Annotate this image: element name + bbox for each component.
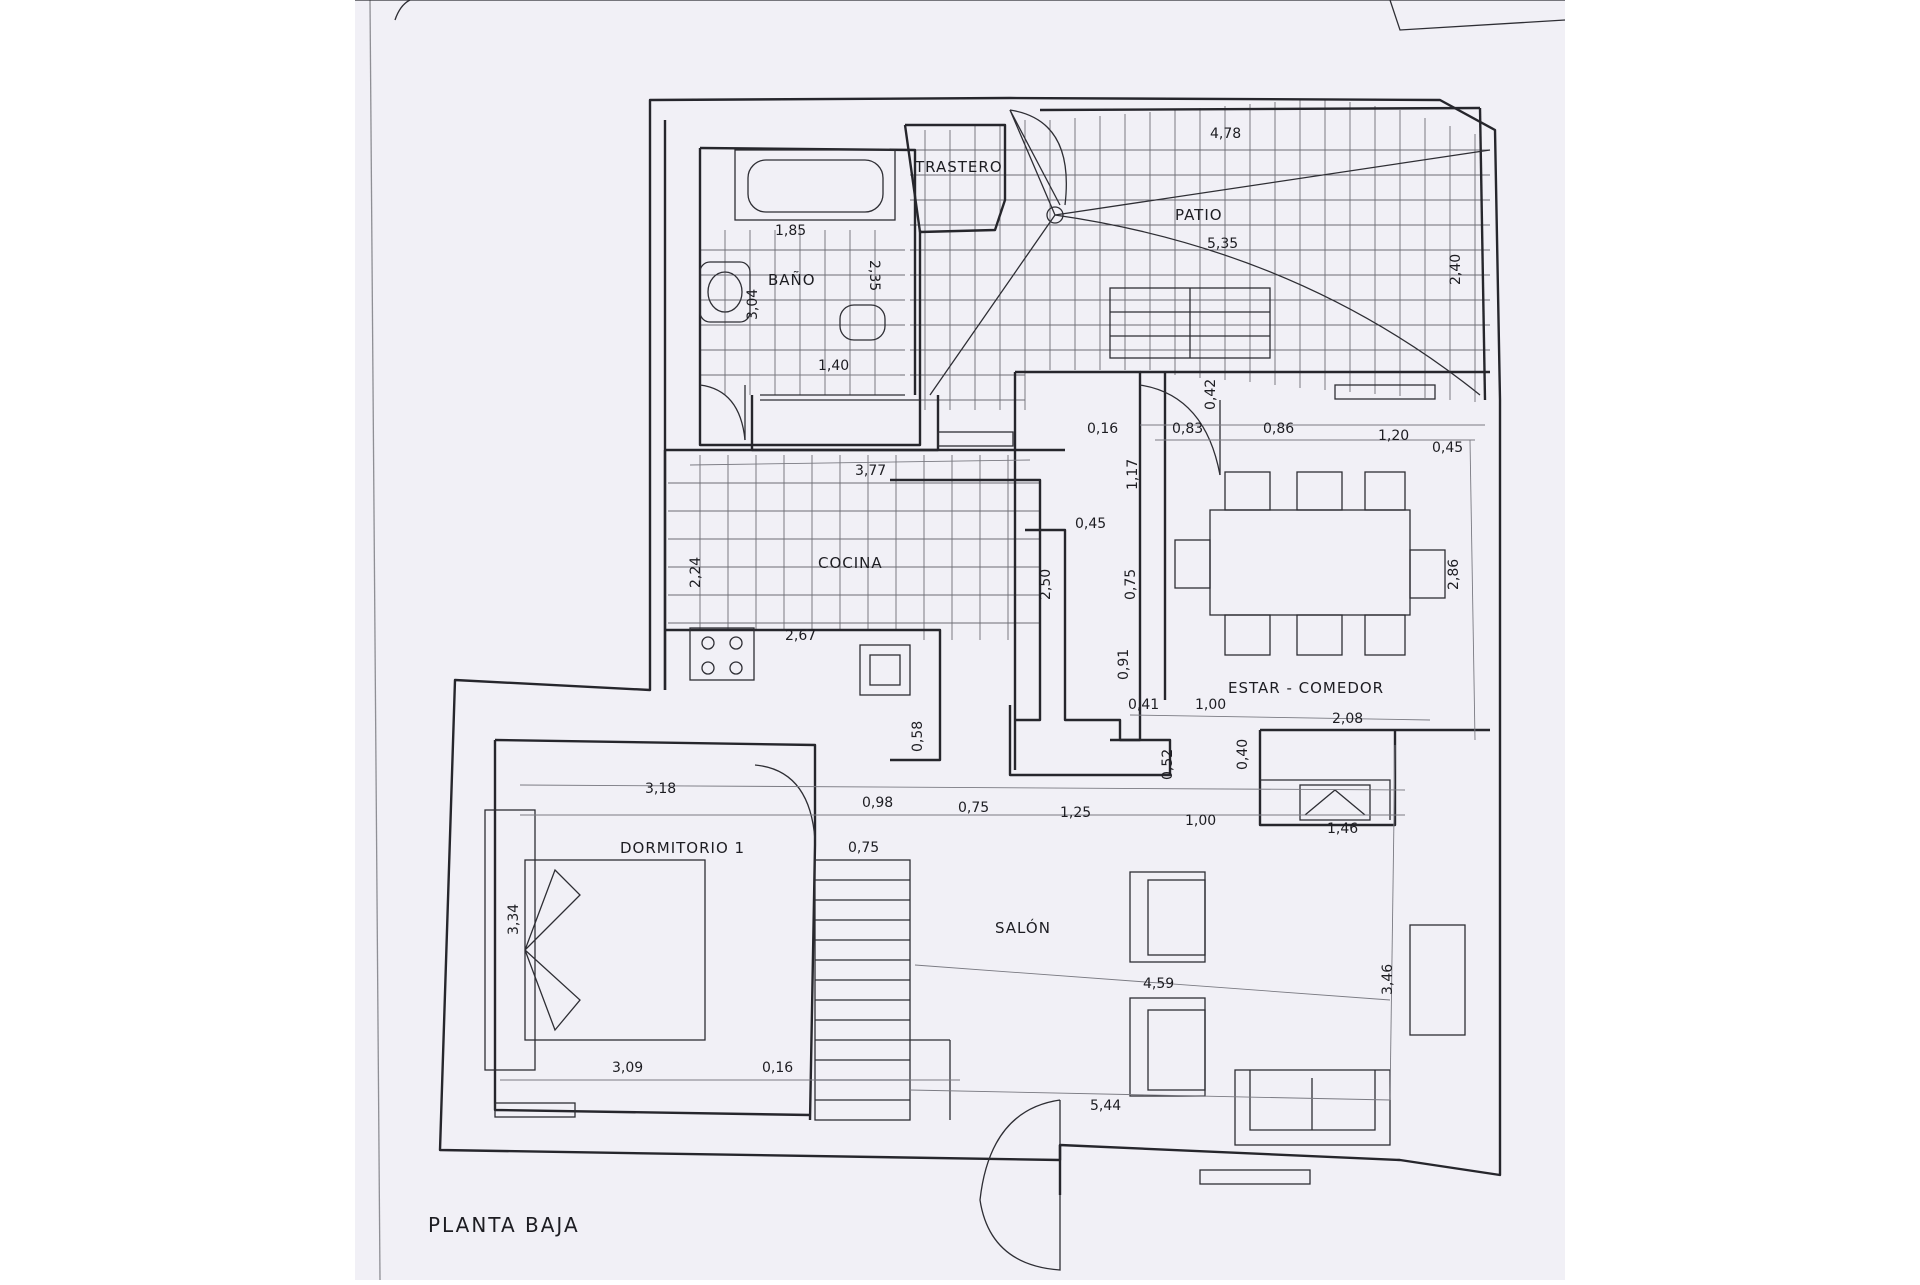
dim-label: 5,44 xyxy=(1090,1098,1121,1114)
dim-label: 2,24 xyxy=(688,557,704,588)
outer-wall xyxy=(438,96,1502,1177)
dim-label: 1,46 xyxy=(1327,821,1358,837)
storage-door xyxy=(1009,109,1067,206)
dim-label: 0,41 xyxy=(1128,697,1159,713)
fireplace xyxy=(1299,784,1371,821)
cooktop xyxy=(689,627,755,681)
dim-label: 0,42 xyxy=(1203,379,1219,410)
dim-label: 3,09 xyxy=(612,1060,643,1076)
dim-label: 1,85 xyxy=(775,223,806,239)
dim-label: 0,45 xyxy=(1075,516,1106,532)
dim-label: 1,40 xyxy=(818,358,849,374)
bedroom-window xyxy=(494,1102,576,1118)
sofa xyxy=(1234,1069,1391,1146)
dim-label: 0,75 xyxy=(848,840,879,856)
dim-label: 1,20 xyxy=(1378,428,1409,444)
dim-label: 0,58 xyxy=(910,721,926,752)
dim-label: 2,35 xyxy=(866,260,882,291)
dim-label: 0,52 xyxy=(1160,749,1176,780)
dim-label: 5,35 xyxy=(1207,236,1238,252)
bathroom-door xyxy=(699,384,746,441)
staircase xyxy=(814,859,951,1121)
dim-label: 2,86 xyxy=(1446,559,1462,590)
dim-label: 0,83 xyxy=(1172,421,1203,437)
room-label-trastero: TRASTERO xyxy=(914,158,1003,176)
dim-label: 2,08 xyxy=(1332,711,1363,727)
dim-label: 1,17 xyxy=(1125,459,1141,490)
bed-pillows xyxy=(524,868,581,1032)
toilet xyxy=(839,304,886,341)
dim-label: 4,59 xyxy=(1143,976,1174,992)
dining-window xyxy=(1334,384,1436,400)
dim-label: 3,04 xyxy=(745,289,761,320)
entrance-door xyxy=(979,1099,1061,1271)
dim-label: 3,77 xyxy=(855,463,886,479)
dim-label: 0,16 xyxy=(1087,421,1118,437)
dimension-labels: 4,78 5,35 2,40 1,85 2,35 3,04 1,40 0,42 … xyxy=(506,126,1464,1114)
dim-label: 0,75 xyxy=(958,800,989,816)
dim-label: 3,34 xyxy=(506,904,522,935)
dim-label: 0,45 xyxy=(1432,440,1463,456)
room-label-cocina: COCINA xyxy=(818,554,883,572)
dimension-lines xyxy=(500,374,1485,1101)
bedroom-walls xyxy=(494,738,817,1121)
dim-label: 0,40 xyxy=(1235,739,1251,770)
dim-label: 0,91 xyxy=(1116,649,1132,680)
room-label-dormitorio: DORMITORIO 1 xyxy=(620,839,745,857)
dining-door xyxy=(1139,384,1221,476)
dim-label: 4,78 xyxy=(1210,126,1241,142)
dim-label: 0,86 xyxy=(1263,421,1294,437)
bathtub xyxy=(734,149,896,221)
room-label-bano: BAÑO xyxy=(768,270,816,289)
dim-label: 0,75 xyxy=(1123,569,1139,600)
tv-cabinet xyxy=(1409,924,1466,1036)
dim-label: 1,25 xyxy=(1060,805,1091,821)
storage-walls xyxy=(903,123,1007,234)
kitchen-window xyxy=(937,431,1014,447)
dim-label: 2,40 xyxy=(1448,254,1464,285)
dim-label: 2,67 xyxy=(785,628,816,644)
dim-label: 1,00 xyxy=(1195,697,1226,713)
patio-slope-lines xyxy=(929,109,1491,396)
room-label-estar-comedor: ESTAR - COMEDOR xyxy=(1228,679,1384,697)
dim-label: 0,16 xyxy=(762,1060,793,1076)
sink xyxy=(699,261,751,323)
room-label-salon: SALÓN xyxy=(995,918,1051,937)
plan-title: PLANTA BAJA xyxy=(428,1213,580,1237)
room-label-patio: PATIO xyxy=(1175,206,1223,224)
patio-drain xyxy=(1046,206,1064,224)
armchairs xyxy=(1129,871,1206,1097)
kitchen-tile-grid xyxy=(668,455,1040,640)
dining-chairs xyxy=(1174,471,1446,656)
dim-label: 3,46 xyxy=(1380,964,1396,995)
dim-label: 3,18 xyxy=(645,781,676,797)
dim-label: 1,00 xyxy=(1185,813,1216,829)
paper-sheet xyxy=(355,0,1565,1280)
interior-walls xyxy=(1015,370,1142,742)
dim-label: 0,98 xyxy=(862,795,893,811)
kitchen-sink xyxy=(859,644,911,696)
dim-label: 2,50 xyxy=(1038,569,1054,600)
salon-window xyxy=(1199,1169,1311,1185)
